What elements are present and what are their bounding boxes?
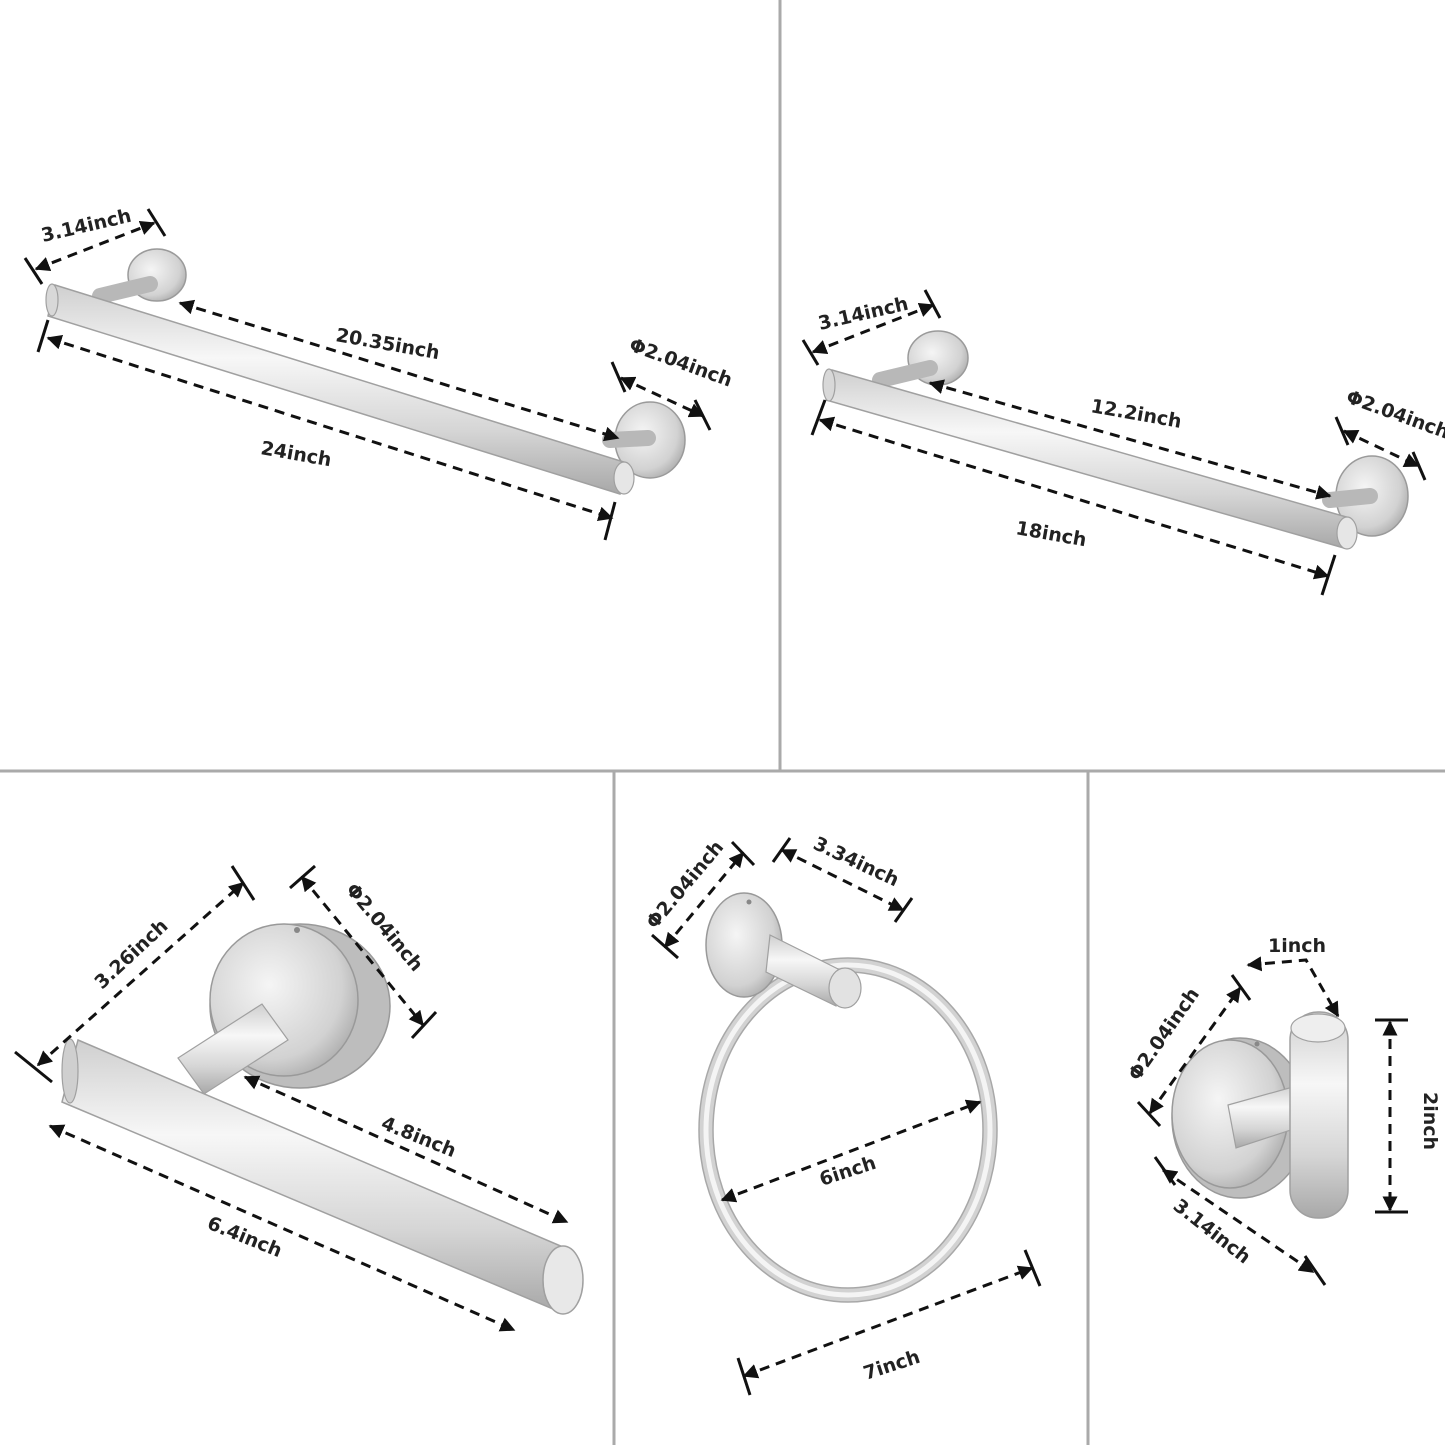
dim-label: 6.4inch [204, 1212, 285, 1262]
robe-hook-panel: 1inch Φ2.04inch 2inch 3.14inch [1124, 935, 1441, 1286]
towel-ring-panel: Φ2.04inch 3.34inch 6inch 7inch [642, 833, 1042, 1396]
dim-label: 3.34inch [810, 833, 902, 892]
dim-total-length: 24inch [36, 319, 617, 541]
dim-hook-width: 1inch [1246, 935, 1340, 1018]
dim-label: 3.14inch [39, 205, 133, 247]
towel-bar-18-illustration [822, 330, 1409, 550]
dim-inner-diameter: 6inch [720, 1099, 982, 1203]
towel-bar-24-panel: 3.14inch 20.35inch Φ2.04inch 24inch [23, 205, 735, 541]
towel-bar-24-illustration [45, 248, 686, 495]
dim-label: 6inch [817, 1152, 879, 1191]
towel-ring-illustration [698, 892, 998, 1303]
dim-height: 2inch [1375, 1018, 1441, 1214]
dim-label: 2inch [1419, 1092, 1441, 1150]
dim-label: 18inch [1014, 517, 1088, 551]
dim-label: Φ2.04inch [1343, 386, 1445, 444]
robe-hook-illustration [1171, 1011, 1349, 1219]
dim-label: 3.14inch [1169, 1195, 1255, 1269]
dim-label: 3.14inch [816, 293, 910, 335]
dim-label: 1inch [1268, 935, 1326, 957]
dim-label: 12.2inch [1089, 395, 1183, 433]
dim-label: 24inch [259, 437, 333, 471]
towel-bar-18-panel: 3.14inch 12.2inch Φ2.04inch 18inch [801, 289, 1445, 596]
dim-depth: 3.34inch [771, 833, 914, 923]
dim-label: Φ2.04inch [626, 334, 735, 392]
dim-label: 20.35inch [334, 324, 441, 364]
dim-label: 7inch [861, 1346, 923, 1385]
paper-holder-illustration [61, 923, 584, 1315]
paper-holder-panel: 3.26inch Φ2.04inch 4.8inch 6.4inch [14, 864, 584, 1332]
